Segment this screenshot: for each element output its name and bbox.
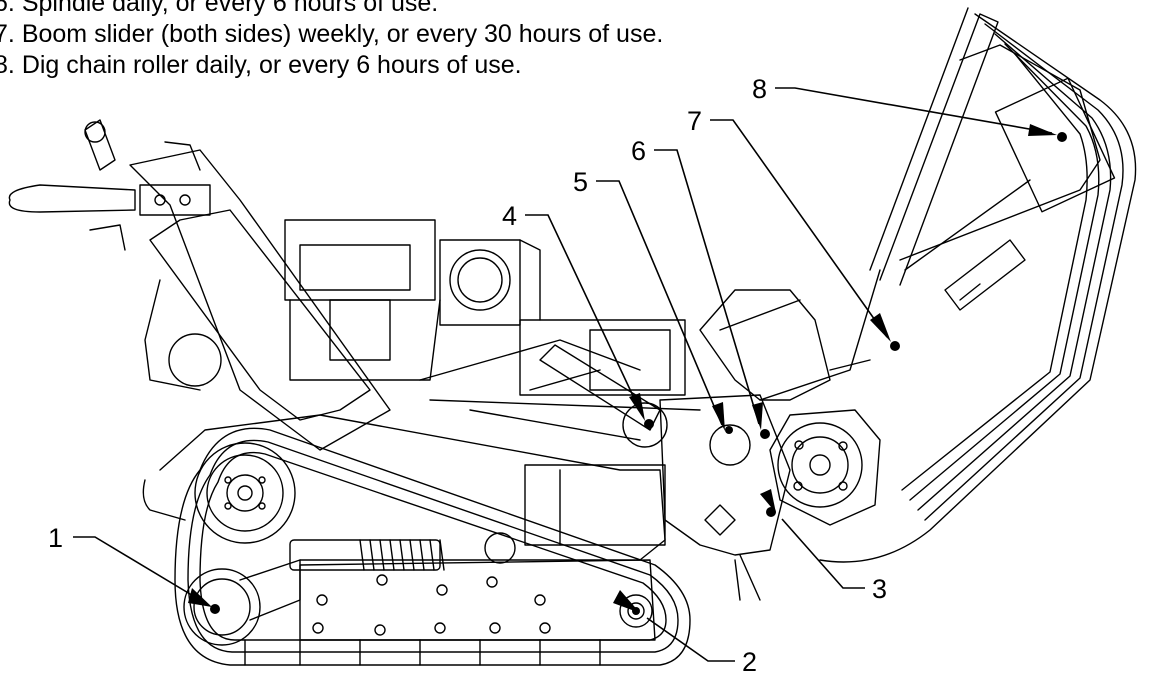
boom-slider-bracket — [699, 269, 881, 401]
lubrication-notes: 6. Spindle daily, or every 6 hours of us… — [0, 0, 663, 81]
leader-8 — [775, 87, 1053, 134]
note-6: 6. Spindle daily, or every 6 hours of us… — [0, 0, 439, 17]
hydraulic-cylinder — [529, 344, 668, 448]
grease-fittings — [210, 132, 1067, 615]
callout-arrowheads — [188, 124, 1057, 613]
front-idler-wheel — [183, 559, 301, 646]
callout-7: 7 — [687, 106, 702, 136]
crawler-track — [174, 427, 691, 666]
callout-labels: 1 2 3 4 5 6 7 8 — [48, 74, 887, 676]
leader-5 — [596, 180, 723, 426]
callout-5: 5 — [573, 167, 588, 197]
leader-3 — [781, 518, 865, 589]
leader-4 — [525, 214, 643, 416]
track-tension-spring — [289, 532, 516, 571]
track-drive-sprocket — [194, 442, 296, 544]
leader-7 — [710, 119, 888, 338]
callout-2: 2 — [742, 647, 757, 676]
callout-3: 3 — [872, 574, 887, 604]
engine — [284, 219, 701, 441]
rear-roller — [619, 594, 653, 628]
callout-leaders — [73, 87, 1053, 662]
boom-drive-sprocket — [769, 409, 881, 526]
callout-6: 6 — [631, 136, 646, 166]
chassis-side-plate — [142, 414, 666, 561]
callout-8: 8 — [752, 74, 767, 104]
callout-4: 4 — [502, 201, 517, 231]
callout-1: 1 — [48, 523, 63, 553]
leader-2 — [646, 617, 735, 662]
leader-1 — [73, 536, 206, 604]
operator-console — [8, 119, 391, 451]
leader-6 — [654, 149, 760, 425]
note-7: 7. Boom slider (both sides) weekly, or e… — [0, 20, 664, 48]
note-8: 8. Dig chain roller daily, or every 6 ho… — [0, 51, 522, 79]
digging-boom — [819, 7, 1137, 563]
boom-pivot-frame — [659, 394, 791, 601]
